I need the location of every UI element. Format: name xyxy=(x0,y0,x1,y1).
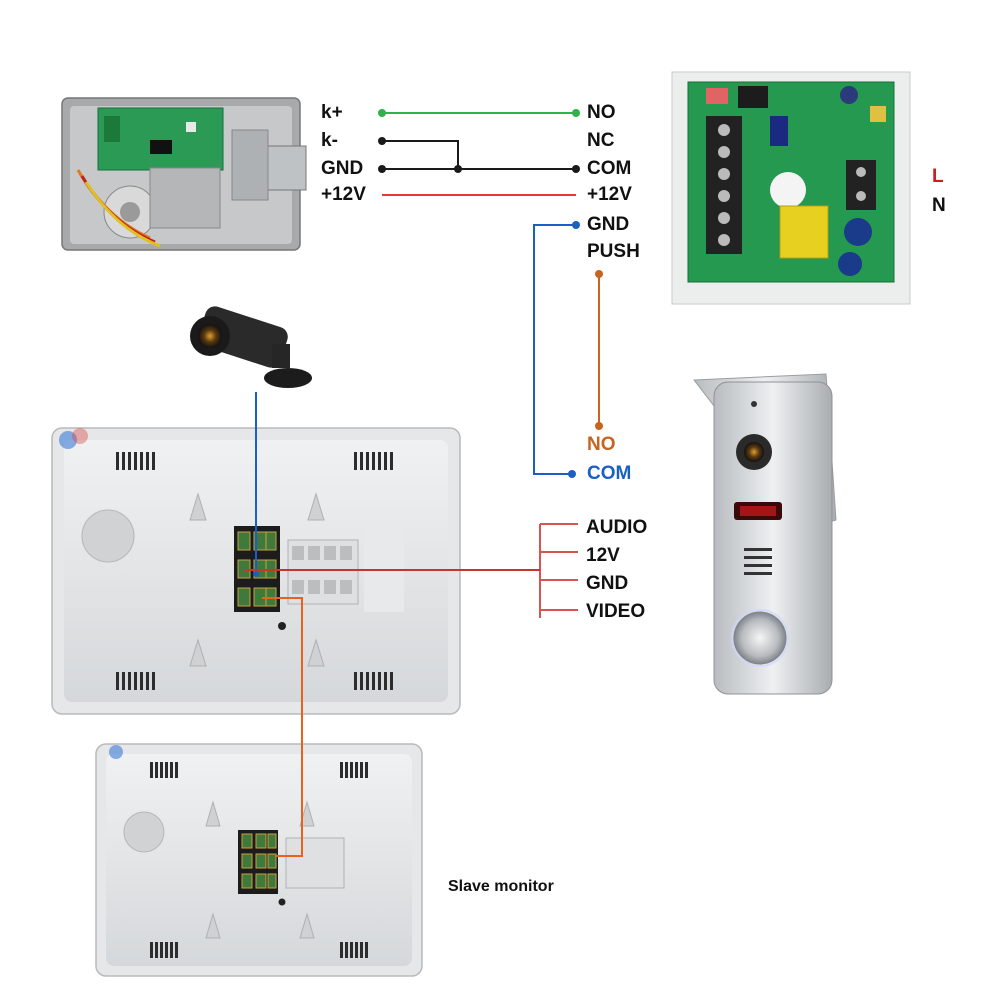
psu-terminal-gnd: GND xyxy=(587,214,630,235)
psu-terminal-com: COM xyxy=(587,158,632,179)
station-wire-audio: AUDIO xyxy=(586,517,648,538)
psu-terminal-push: PUSH xyxy=(587,241,640,262)
psu-terminal-no: NO xyxy=(587,102,616,123)
blue-wire-gnd-com xyxy=(533,224,576,475)
station-wire-12v: 12V xyxy=(586,545,620,566)
electric-lock-image xyxy=(61,97,307,251)
camera-image xyxy=(190,306,312,388)
power-supply-image xyxy=(671,71,911,305)
door-station-image xyxy=(693,373,837,695)
psu-terminal-nc: NC xyxy=(587,130,615,151)
lock-terminal-k-plus: k+ xyxy=(321,102,343,123)
master-slave-link xyxy=(262,597,303,857)
station-contact-com: COM xyxy=(587,463,632,484)
lock-terminal-k-minus: k- xyxy=(321,130,338,151)
black-wire-nc xyxy=(382,140,459,169)
station-wire-video: VIDEO xyxy=(586,601,646,622)
mains-label-l: L xyxy=(932,166,944,187)
mains-label-n: N xyxy=(932,195,946,216)
slave-monitor-label: Slave monitor xyxy=(448,878,554,895)
wire-dots xyxy=(253,109,603,577)
wires xyxy=(244,112,600,857)
station-wire-gnd: GND xyxy=(586,573,629,594)
lock-terminal-12v: +12V xyxy=(321,184,366,205)
psu-terminal-12v: +12V xyxy=(587,184,632,205)
station-contact-no: NO xyxy=(587,434,616,455)
slave-monitor-image xyxy=(95,743,423,977)
lock-terminal-gnd: GND xyxy=(321,158,364,179)
